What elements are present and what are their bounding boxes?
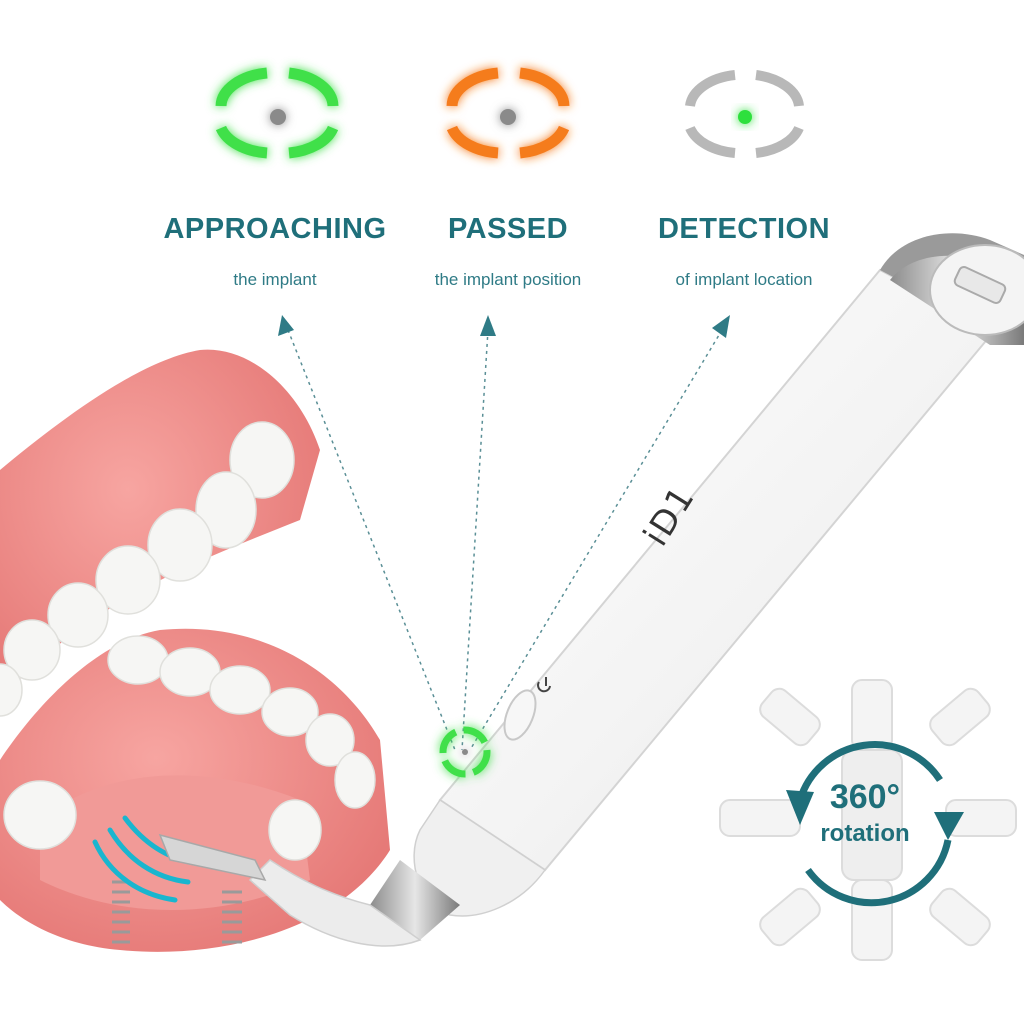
status-title: APPROACHING	[163, 213, 387, 245]
status-approaching: APPROACHING the implant	[145, 213, 405, 290]
pen-led-indicator	[439, 726, 491, 778]
power-icon	[537, 677, 551, 693]
status-subtitle: the implant position	[434, 270, 582, 289]
upper-jaw	[0, 349, 320, 717]
rotation-wheel	[719, 679, 1017, 961]
status-subtitle: the implant	[233, 270, 317, 289]
rotation-arrows-icon	[796, 741, 952, 907]
rotation-arrowheads	[786, 790, 964, 840]
pointer-lines	[287, 329, 723, 751]
green-target-icon	[215, 67, 339, 159]
status-subtitle: of implant location	[675, 270, 813, 289]
orange-target-icon	[446, 67, 570, 159]
gray-target-icon	[685, 70, 804, 158]
rotation-degrees: 360°	[829, 778, 901, 816]
detector-pen	[158, 233, 1024, 947]
status-title: DETECTION	[657, 213, 831, 245]
status-detection: DETECTION of implant location	[614, 213, 874, 290]
status-passed: PASSED the implant position	[378, 213, 638, 290]
implant-screws	[112, 880, 242, 944]
status-title: PASSED	[447, 213, 569, 245]
pen-power-button[interactable]	[498, 686, 542, 744]
pointer-arrowheads	[278, 315, 730, 338]
rotation-label: rotation	[820, 820, 910, 847]
